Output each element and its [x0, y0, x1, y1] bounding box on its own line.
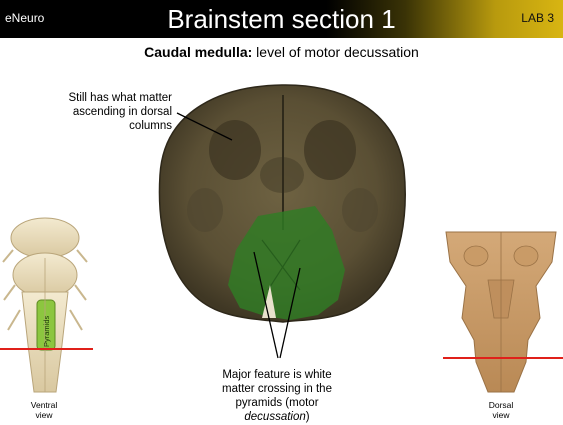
- closing-paren: ): [305, 411, 310, 423]
- medulla-section-image: [158, 84, 406, 323]
- dorsal-view-caption: Dorsal view: [481, 400, 521, 420]
- dorsal-columns-note: Still has what matter ascending in dorsa…: [40, 91, 172, 133]
- dorsal-note-pointer: [176, 112, 233, 141]
- caption-line: Ventral: [30, 400, 58, 410]
- pyramid-note-last-line: decussation): [207, 410, 347, 424]
- caption-line: Dorsal: [488, 400, 514, 410]
- caption-line: view: [35, 410, 53, 420]
- dorsal-note-line: ascending in dorsal: [72, 106, 172, 118]
- pyramid-decussation-highlight: [228, 206, 345, 320]
- pyramid-pointer-left: [253, 251, 279, 359]
- pyramid-note-line: pyramids (motor: [235, 397, 319, 409]
- dorsal-note-line: columns: [129, 120, 172, 132]
- dorsal-note-line: Still has what matter: [68, 92, 172, 104]
- dorsal-brainstem-image: [443, 231, 563, 393]
- caption-line: view: [492, 410, 510, 420]
- pyramid-pointer-right: [279, 267, 301, 359]
- slide-subtitle: Caudal medulla: level of motor decussati…: [0, 44, 563, 60]
- subtitle-rest: level of motor decussation: [252, 44, 419, 60]
- lab-label: LAB 3: [521, 11, 554, 25]
- header-bar: eNeuro Brainstem section 1 LAB 3: [0, 0, 563, 38]
- brand-label: eNeuro: [5, 11, 45, 25]
- subtitle-bold: Caudal medulla:: [144, 44, 253, 60]
- ventral-view-caption: Ventral view: [24, 400, 64, 420]
- slide-title: Brainstem section 1: [167, 4, 396, 34]
- decussation-term: decussation: [244, 411, 306, 423]
- pyramid-decussation-note: Major feature is white matter crossing i…: [207, 368, 347, 424]
- pyramid-note-line: matter crossing in the: [222, 383, 332, 395]
- ventral-brainstem-image: [0, 217, 93, 393]
- pyramid-note-line: Major feature is white: [222, 369, 332, 381]
- pyramids-label: Pyramids: [42, 315, 51, 347]
